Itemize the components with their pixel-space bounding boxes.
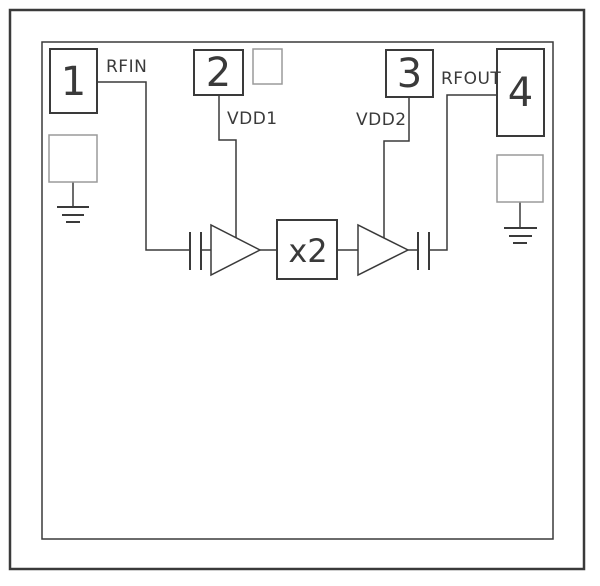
spare-pad [252,48,283,85]
vdd1-label: VDD1 [227,109,278,129]
outer-border [8,8,586,571]
ground-symbol-right-icon [504,227,537,244]
multiplier-x2-box [276,219,338,280]
pin-3-number: 3 [397,51,422,97]
capacitor-input-icon [189,232,202,270]
pin-2-number: 2 [206,50,231,96]
pin-4-pad [496,48,545,137]
capacitor-output-icon [417,232,430,270]
pin-4-number: 4 [508,70,533,116]
ground-pad-left [48,134,98,183]
ground-symbol-left-icon [57,206,89,223]
pin-3-pad [385,49,434,98]
multiplier-x2-label: x2 [288,232,327,270]
vdd2-label: VDD2 [356,110,407,130]
wire-rfin [97,81,190,251]
chip-die-border [41,41,554,540]
pin-2-pad [193,49,244,96]
amplifier-1-icon [210,223,262,277]
pin-1-pad [49,48,98,114]
pin-1-number: 1 [61,59,86,105]
rfout-label: RFOUT [441,69,501,89]
ground-pad-right [496,154,544,203]
wire-vdd1 [218,95,237,241]
rfin-label: RFIN [106,57,147,77]
amplifier-2-icon [357,223,410,277]
wire-vdd2 [383,97,410,240]
wire-rfout [429,94,497,251]
